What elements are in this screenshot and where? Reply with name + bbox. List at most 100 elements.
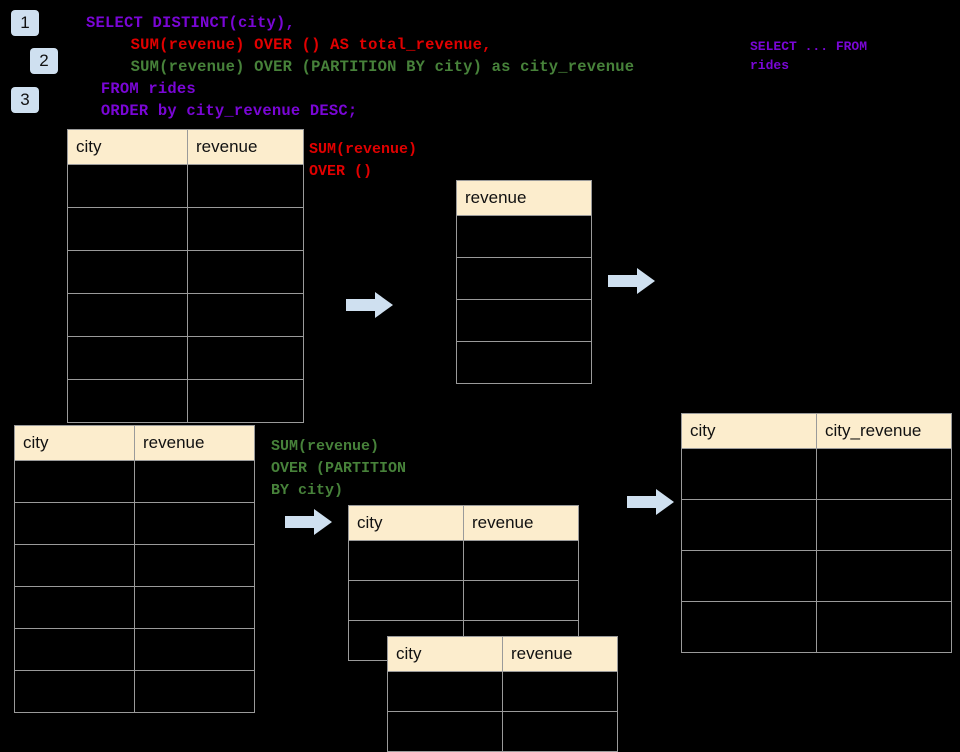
- table-cell-city: [14, 628, 135, 671]
- table-row: [14, 628, 255, 671]
- table-row: [67, 293, 304, 337]
- table-row: [14, 460, 255, 503]
- diagram-canvas: 1 2 3 SELECT DISTINCT(city), SUM(revenue) O…: [11, 10, 952, 752]
- table-row: [14, 502, 255, 545]
- table-cell-revenue: [456, 215, 592, 258]
- table-row: [681, 550, 952, 602]
- column-header-city: city: [387, 636, 503, 672]
- table-cell-city_revenue: [816, 448, 952, 500]
- table-cell-city: [67, 207, 188, 251]
- table-row: [456, 299, 592, 342]
- column-header-revenue: revenue: [134, 425, 255, 461]
- table-cell-revenue: [187, 336, 304, 380]
- table-cell-city: [681, 550, 817, 602]
- table-cell-city: [14, 670, 135, 713]
- table-row: [67, 164, 304, 208]
- table-row: [456, 215, 592, 258]
- sql-line-4: FROM rides: [100, 80, 196, 98]
- column-header-revenue: revenue: [463, 505, 579, 541]
- table-row: [387, 671, 618, 712]
- table-cell-revenue: [187, 250, 304, 294]
- table-row: [456, 257, 592, 300]
- column-header-city: city: [67, 129, 188, 165]
- table-cell-city: [348, 580, 464, 621]
- table-cell-revenue: [187, 207, 304, 251]
- table-cell-revenue: [463, 580, 579, 621]
- annotation-sum-over-partition: SUM(revenue) OVER (PARTITION BY city): [271, 438, 407, 499]
- table-cell-revenue: [134, 628, 255, 671]
- table-row: [387, 711, 618, 752]
- sql-line-5: ORDER by city_revenue DESC;: [100, 102, 358, 120]
- table-row: [67, 379, 304, 423]
- table-cell-city_revenue: [816, 601, 952, 653]
- table-cell-city: [67, 250, 188, 294]
- table-cell-city: [387, 711, 503, 752]
- table-cell-city: [681, 499, 817, 551]
- table-row: [14, 670, 255, 713]
- table-cell-city: [14, 502, 135, 545]
- table-row: [681, 448, 952, 500]
- column-header-revenue: revenue: [502, 636, 618, 672]
- annotation-select-from-rides: SELECT ... FROM rides: [750, 39, 868, 73]
- step-badge-1: 1: [11, 10, 39, 36]
- table-row: [67, 207, 304, 251]
- table-cell-city_revenue: [816, 550, 952, 602]
- table-row: [14, 586, 255, 629]
- table-cell-revenue: [456, 299, 592, 342]
- table-cell-city: [348, 540, 464, 581]
- column-header-city: city: [348, 505, 464, 541]
- column-header-revenue: revenue: [456, 180, 592, 216]
- column-header-revenue: revenue: [187, 129, 304, 165]
- sql-line-2: SUM(revenue) OVER () AS total_revenue,: [130, 36, 492, 54]
- table-cell-revenue: [187, 164, 304, 208]
- table-cell-revenue: [502, 671, 618, 712]
- table-row: [681, 601, 952, 653]
- table-row: [67, 336, 304, 380]
- table-row: [348, 580, 579, 621]
- table-cell-revenue: [134, 502, 255, 545]
- table-cell-city: [14, 460, 135, 503]
- table-cell-revenue: [187, 293, 304, 337]
- table-cell-revenue: [456, 257, 592, 300]
- table-row: [348, 540, 579, 581]
- arrow-partition-to-result: [627, 487, 675, 517]
- table-cell-city_revenue: [816, 499, 952, 551]
- table-cell-city: [681, 601, 817, 653]
- table-cell-city: [14, 586, 135, 629]
- column-header-city: city: [14, 425, 135, 461]
- table-cell-revenue: [134, 670, 255, 713]
- table-cell-revenue: [456, 341, 592, 384]
- total-revenue-table: revenue: [456, 180, 592, 384]
- step-badge-2: 2: [30, 48, 58, 74]
- table-cell-revenue: [463, 540, 579, 581]
- table-header-row: revenue: [456, 180, 592, 216]
- arrow-total-to-result: [608, 266, 656, 296]
- arrow-source-to-partition: [285, 507, 333, 537]
- table-cell-city: [67, 379, 188, 423]
- sql-line-1: SELECT DISTINCT(city),: [86, 14, 296, 32]
- table-cell-city: [14, 544, 135, 587]
- table-row: [681, 499, 952, 551]
- table-cell-revenue: [134, 586, 255, 629]
- sql-line-3: SUM(revenue) OVER (PARTITION BY city) as…: [130, 58, 635, 76]
- table-row: [14, 544, 255, 587]
- column-header-city: city: [681, 413, 817, 449]
- table-cell-revenue: [134, 544, 255, 587]
- table-cell-city: [67, 164, 188, 208]
- table-cell-revenue: [187, 379, 304, 423]
- table-cell-city: [67, 336, 188, 380]
- table-cell-city: [681, 448, 817, 500]
- arrow-source-to-total: [346, 290, 394, 320]
- table-row: [67, 250, 304, 294]
- table-row: [456, 341, 592, 384]
- step-badge-3: 3: [11, 87, 39, 113]
- table-cell-revenue: [502, 711, 618, 752]
